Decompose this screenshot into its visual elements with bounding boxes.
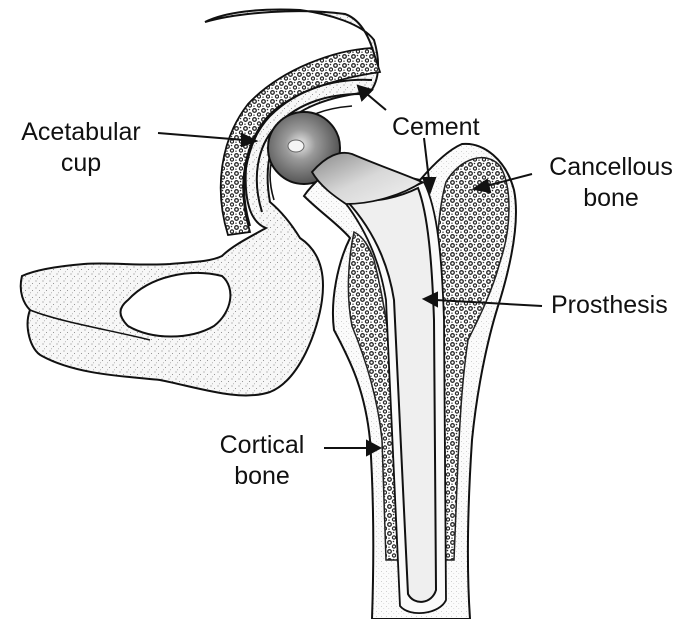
cement-arrow-cup (358, 86, 386, 110)
cortical-bone-label: Cortical bone (202, 430, 322, 492)
cement-label: Cement (392, 112, 480, 143)
cortical-bone-arrow (324, 441, 380, 455)
acetabular-cup-label: Acetabular cup (10, 117, 152, 179)
prosthesis-label: Prosthesis (551, 290, 668, 321)
acetabular-cup-arrow (158, 133, 256, 146)
cancellous-bone-label: Cancellous bone (536, 152, 686, 214)
